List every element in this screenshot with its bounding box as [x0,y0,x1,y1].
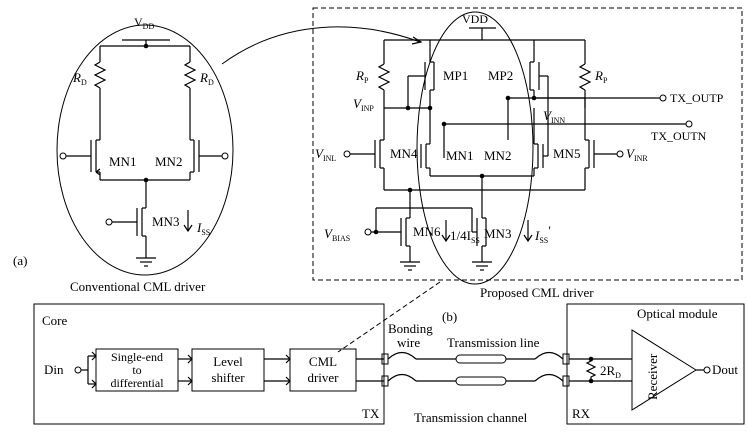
prop-mn2-label: MN2 [484,148,511,163]
system-diagram: Core TX Din Single-end to differential L… [33,303,745,425]
ls-line2: shifter [211,370,245,385]
dout-label: Dout [712,362,738,377]
prop-caption: Proposed CML driver [480,285,594,300]
prop-mn1-label: MN1 [446,148,473,163]
din-label: Din [44,362,64,377]
cml-line1: CML [309,354,337,369]
se-line3: differential [110,376,164,390]
prop-vinp-label: VINP [353,96,374,113]
bonding-wire-line2: wire [397,335,420,350]
prop-tx-outp-label: TX_OUTP [670,91,724,105]
rx-label: RX [572,406,591,421]
prop-rp-left-label: RP [355,68,369,85]
prop-vinl-label: VINL [315,146,336,163]
zoom-connector [337,281,441,353]
prop-vbias-label: VBIAS [324,226,350,243]
receiver-label: Receiver [645,353,660,400]
prop-mn6-label: MN6 [413,224,441,239]
prop-quarter-iss-label: 1/4ISS [450,228,480,245]
zoom-arrow [221,26,421,65]
prop-vinn-label: VINN [543,108,565,125]
part-a-label: (a) [13,253,27,268]
conv-mn2-label: MN2 [155,154,182,169]
prop-mn5-label: MN5 [553,146,580,161]
rx-box [566,303,745,425]
transmission-channel-label: Transmission channel [414,410,528,425]
optical-module-label: Optical module [637,306,718,321]
two-rd-label: 2RD [600,363,621,380]
ls-line1: Level [213,354,243,369]
cml-driver-block [289,348,357,392]
se-line1: Single-end [111,350,163,364]
conv-rd-left-label: RD [72,70,87,87]
prop-mp2-label: MP2 [488,68,513,83]
prop-iss-prime-label: ISS′ [534,223,551,245]
conv-vdd-label: VDD [134,15,154,31]
tx-label: TX [362,406,380,421]
prop-mp1-label: MP1 [443,68,468,83]
conv-mn1-label: MN1 [109,154,136,169]
bonding-wire-line1: Bonding [388,321,433,336]
conv-rd-right-label: RD [199,70,214,87]
cml-line2: driver [307,370,339,385]
conv-caption: Conventional CML driver [70,279,206,294]
part-b-label: (b) [442,309,457,324]
se-line2: to [132,363,141,377]
single-end-to-differential-block [95,348,179,392]
prop-mn4-label: MN4 [390,146,418,161]
proposed-cml-driver: VDD RP RP MP1 MP2 VINP [315,12,724,300]
prop-tx-outn-label: TX_OUTN [651,129,707,143]
conv-iss-label: ISS [196,220,210,237]
receiver-amplifier [631,329,697,411]
prop-mn3-label: MN3 [484,226,511,241]
transmission-line-label: Transmission line [447,335,540,350]
level-shifter-block [191,348,265,392]
prop-rp-right-label: RP [594,68,608,85]
core-label: Core [42,313,68,328]
prop-vdd-label: VDD [462,12,488,26]
conv-mn3-label: MN3 [152,214,179,229]
conventional-cml-driver: VDD RD RD MN1 MN2 [56,15,234,294]
proposed-box [312,7,743,281]
prop-vinr-label: VINR [626,146,648,163]
